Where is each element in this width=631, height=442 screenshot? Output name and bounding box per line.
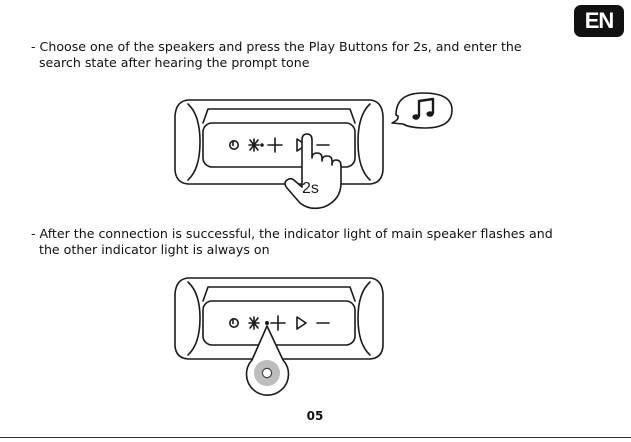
speaker-end-cap-right (358, 282, 370, 355)
speaker-top-panel (203, 287, 355, 301)
speaker-end-cap-left (188, 104, 200, 180)
speaker-top-panel (203, 109, 355, 123)
speaker-end-cap-left (188, 282, 200, 355)
speaker-figure-2 (175, 278, 383, 395)
step-2-line-2: the other indicator light is always on (31, 242, 270, 257)
speaker-end-cap-right (358, 104, 370, 180)
volume-up-icon (271, 316, 285, 330)
play-icon (297, 317, 306, 329)
page-number: 05 (300, 409, 330, 423)
bottom-divider (0, 437, 631, 438)
music-speech-bubble (392, 93, 452, 128)
bluetooth-icon (249, 139, 263, 151)
press-duration-label: 2s (302, 180, 319, 197)
step-2-instruction: - After the connection is successful, th… (31, 226, 553, 258)
indicator-light-icon (254, 360, 280, 386)
pointing-hand-icon (285, 134, 341, 208)
step-2-line-1: - After the connection is successful, th… (31, 226, 553, 241)
power-icon (230, 141, 238, 149)
bluetooth-icon (249, 317, 268, 329)
power-icon (230, 319, 238, 327)
volume-up-icon (268, 138, 282, 152)
